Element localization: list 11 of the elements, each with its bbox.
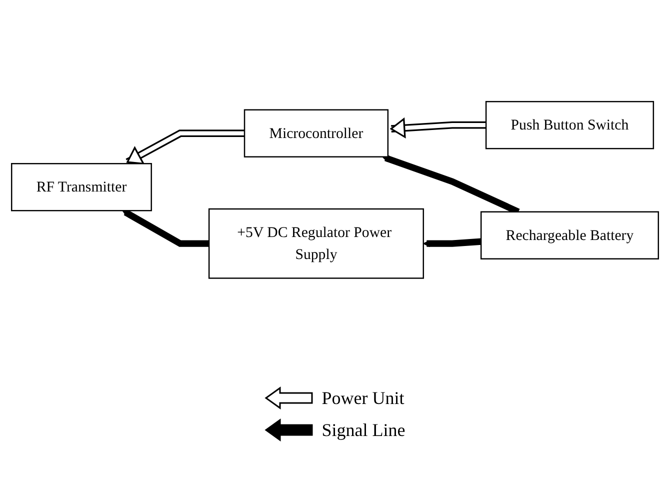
arrow xyxy=(422,238,481,248)
node-box: Push Button Switch xyxy=(484,101,654,150)
node-box: Rechargeable Battery xyxy=(480,211,658,260)
arrow xyxy=(389,117,486,139)
node-box: +5V DC Regulator Power Supply xyxy=(208,208,424,279)
legend-label: Power Unit xyxy=(322,388,404,408)
arrow xyxy=(126,131,244,165)
node-box: Microcontroller xyxy=(243,109,388,158)
legend-label: Signal Line xyxy=(322,420,406,440)
node-box: RF Transmitter xyxy=(10,163,152,212)
arrow xyxy=(122,209,209,247)
